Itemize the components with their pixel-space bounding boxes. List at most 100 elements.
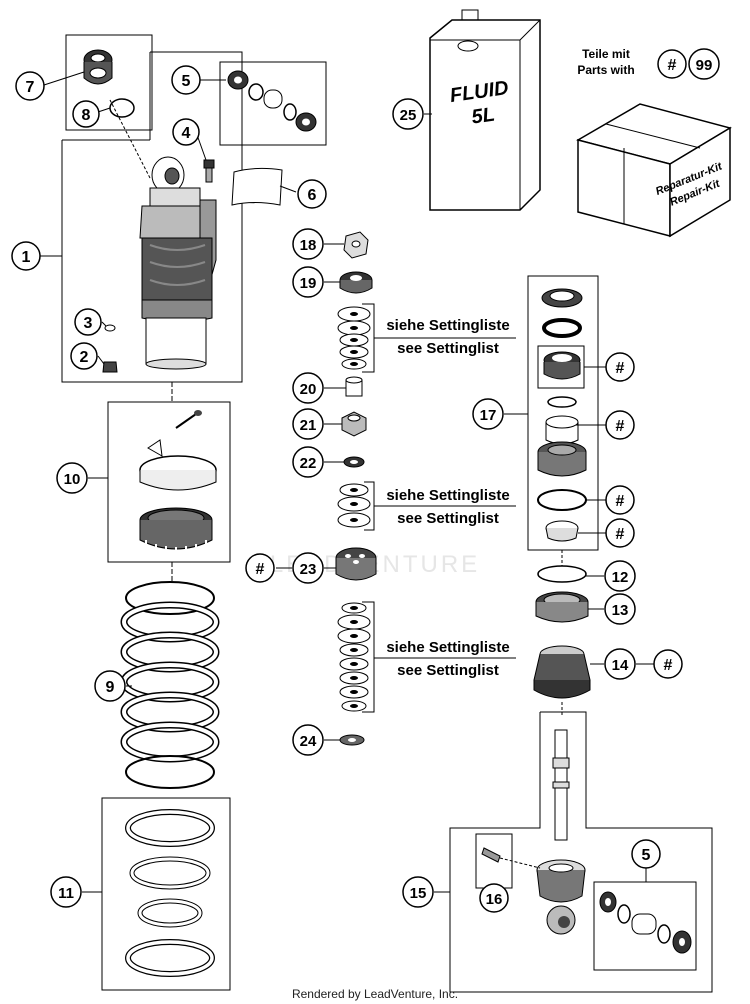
box-item-1 (61, 51, 243, 383)
box-item-10 (107, 401, 231, 563)
callout-9[interactable]: 9 (94, 670, 126, 702)
svg-text:#: # (616, 493, 625, 510)
callout-10[interactable]: 10 (56, 462, 88, 494)
box-item-5-top (219, 61, 327, 146)
callout-6[interactable]: 6 (297, 179, 327, 209)
svg-text:10: 10 (64, 471, 81, 488)
box-item-11 (101, 797, 231, 991)
svg-text:#: # (616, 526, 625, 543)
callout-19[interactable]: 19 (292, 266, 324, 298)
callout-2[interactable]: 2 (70, 342, 98, 370)
svg-text:21: 21 (300, 417, 317, 434)
callout-13[interactable]: 13 (604, 593, 636, 625)
callout-hash-23[interactable]: # (245, 553, 275, 583)
callout-25[interactable]: 25 (392, 98, 424, 130)
setting-note-1-en: see Settinglist (397, 340, 499, 357)
callouts: 7 8 5 4 6 1 3 2 10 9 11 25 # 99 18 19 20… (11, 48, 720, 913)
spacer-rings-part-11 (125, 809, 215, 977)
callout-hash-r2[interactable]: # (605, 410, 635, 440)
svg-text:#: # (664, 657, 673, 674)
callout-hash-r3[interactable]: # (605, 485, 635, 515)
box-item-5-bottom (593, 881, 697, 971)
setting-note-2-de: siehe Settingliste (386, 487, 509, 504)
callout-14[interactable]: 14 (604, 648, 636, 680)
callout-legend-99[interactable]: 99 (688, 48, 720, 80)
seal-head-group (434, 275, 713, 993)
fluid-can-volume: 5L (470, 104, 496, 129)
callout-hash-14[interactable]: # (653, 649, 683, 679)
shock-absorber-group (40, 34, 327, 383)
svg-text:14: 14 (612, 657, 629, 674)
svg-text:#: # (616, 360, 625, 377)
setting-note-3-en: see Settinglist (397, 662, 499, 679)
svg-text:13: 13 (612, 602, 629, 619)
bump-stop-part-14 (533, 645, 591, 699)
coil-spring-part-9 (120, 581, 220, 789)
callout-11[interactable]: 11 (50, 876, 82, 908)
svg-text:7: 7 (26, 79, 35, 96)
callout-hash-r4[interactable]: # (605, 518, 635, 548)
o-ring-part-12 (537, 565, 587, 583)
box-item-16 (475, 833, 513, 889)
setting-note-2-en: see Settinglist (397, 510, 499, 527)
adjuster-ring-part-10 (139, 410, 217, 555)
svg-text:9: 9 (106, 679, 115, 696)
legend-line-de: Teile mit (582, 47, 630, 61)
svg-text:11: 11 (58, 885, 74, 902)
bleed-valve-part-16 (481, 847, 501, 863)
callout-8[interactable]: 8 (72, 100, 100, 128)
callout-3[interactable]: 3 (74, 308, 102, 336)
svg-text:2: 2 (80, 349, 89, 366)
callout-18[interactable]: 18 (292, 228, 324, 260)
svg-text:3: 3 (84, 315, 93, 332)
valve-stack-group (276, 231, 516, 746)
svg-text:#: # (256, 561, 265, 578)
repair-kit-box: Reparatur-Kit Repair-Kit (576, 103, 732, 238)
svg-text:6: 6 (308, 187, 317, 204)
callout-5-bottom[interactable]: 5 (631, 839, 661, 869)
callout-1[interactable]: 1 (11, 241, 41, 271)
callout-24[interactable]: 24 (292, 724, 324, 756)
svg-text:17: 17 (480, 407, 497, 424)
screw-part-2 (102, 361, 118, 373)
footer-credit: Rendered by LeadVenture, Inc. (292, 987, 458, 1001)
seal-cap-part-13 (535, 591, 589, 623)
svg-text:#: # (616, 418, 625, 435)
svg-text:8: 8 (82, 107, 91, 124)
callout-5-top[interactable]: 5 (171, 65, 201, 95)
callout-17[interactable]: 17 (472, 398, 504, 430)
sticker-part-6 (231, 167, 283, 206)
spring-group (82, 382, 231, 991)
svg-text:5: 5 (182, 73, 191, 90)
svg-text:20: 20 (300, 381, 317, 398)
shim-stack-lower (337, 602, 371, 712)
callout-21[interactable]: 21 (292, 408, 324, 440)
nut-part-21 (341, 411, 367, 437)
callout-12[interactable]: 12 (604, 560, 636, 592)
seal-kit-part-5-top (227, 70, 317, 132)
callout-22[interactable]: 22 (292, 446, 324, 478)
callout-7[interactable]: 7 (15, 71, 45, 101)
svg-text:24: 24 (300, 733, 317, 750)
shock-body-part-1 (139, 156, 217, 370)
svg-text:15: 15 (410, 885, 427, 902)
callout-4[interactable]: 4 (172, 118, 200, 146)
svg-text:12: 12 (612, 569, 629, 586)
svg-text:1: 1 (22, 249, 31, 266)
callout-20[interactable]: 20 (292, 372, 324, 404)
ring-part-8 (109, 98, 135, 118)
callout-16[interactable]: 16 (479, 883, 509, 913)
svg-text:5: 5 (642, 847, 651, 864)
callout-legend-hash[interactable]: # (657, 49, 687, 79)
box-item-15 (449, 711, 713, 993)
svg-text:25: 25 (400, 107, 417, 124)
callout-23[interactable]: 23 (292, 552, 324, 584)
svg-text:22: 22 (300, 455, 317, 472)
callout-hash-r1[interactable]: # (605, 352, 635, 382)
callout-15[interactable]: 15 (402, 876, 434, 908)
piston-rod-part-15 (536, 729, 586, 935)
box-item-7-8 (65, 34, 153, 131)
fluid-can-part-25: FLUID 5L (429, 9, 541, 211)
legend-line-en: Parts with (577, 63, 634, 77)
valve-part-4 (203, 159, 215, 183)
